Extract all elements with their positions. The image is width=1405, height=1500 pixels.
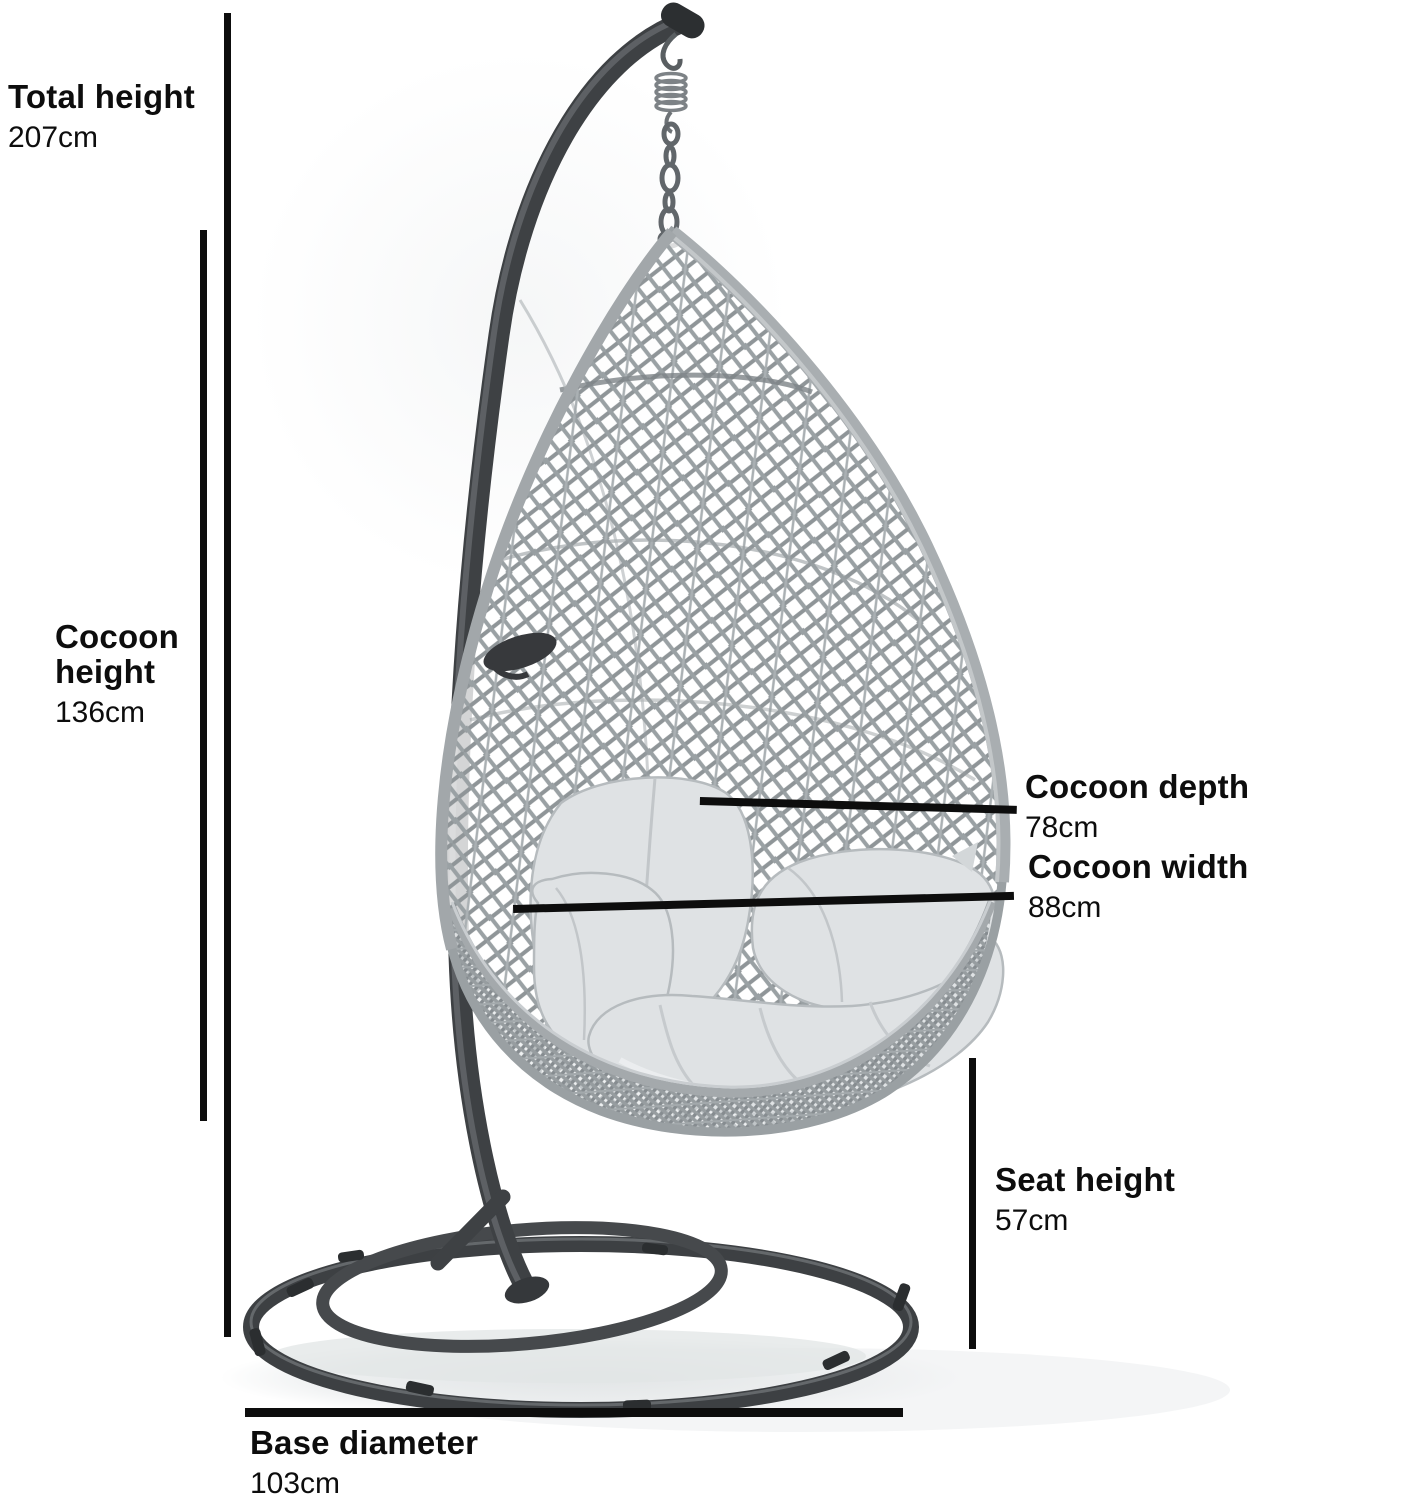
seat-height-dimension-line (969, 1058, 976, 1349)
seat-height-value: 57cm (995, 1203, 1069, 1237)
total-height-value: 207cm (8, 120, 99, 154)
cocoon-depth-annotation: Cocoon depth 78cm (1025, 768, 1250, 844)
hanging-hardware (654, 32, 688, 249)
cocoon-depth-label: Cocoon depth (1025, 768, 1250, 805)
cocoon-rim (435, 225, 1011, 1137)
cocoon-width-annotation: Cocoon width 88cm (1028, 848, 1249, 924)
opening-rim (447, 900, 997, 1098)
basket-front (447, 895, 997, 1133)
cocoon-height-value: 136cm (55, 695, 146, 729)
weave-strands (469, 299, 976, 782)
seat-height-label: Seat height (995, 1161, 1176, 1198)
stand-hub (504, 1276, 550, 1304)
pole-cap (660, 2, 705, 39)
base-diameter-value: 103cm (250, 1466, 341, 1500)
cocoon-height-annotation: Cocoon height 136cm (55, 618, 225, 729)
base-diameter-dimension-line (245, 1408, 903, 1417)
stand-pole (430, 2, 705, 1304)
ring-clips (249, 1242, 911, 1412)
total-height-annotation: Total height 207cm (8, 78, 195, 154)
total-height-label: Total height (8, 78, 195, 115)
cocoon-width-label: Cocoon width (1028, 848, 1249, 885)
base-diameter-annotation: Base diameter 103cm (250, 1424, 479, 1500)
cocoon-height-label: Cocoon height (55, 618, 180, 690)
cocoon-depth-value: 78cm (1025, 810, 1099, 844)
hook-icon (660, 32, 683, 71)
spring (654, 71, 688, 113)
seat-height-annotation: Seat height 57cm (995, 1161, 1176, 1237)
headrest-strap (483, 632, 557, 680)
cocoon-height-dimension-line (200, 230, 207, 1121)
cocoon-width-value: 88cm (1028, 890, 1102, 924)
total-height-dimension-line (224, 13, 231, 1337)
stand-brace (430, 1189, 511, 1271)
base-diameter-label: Base diameter (250, 1424, 479, 1461)
